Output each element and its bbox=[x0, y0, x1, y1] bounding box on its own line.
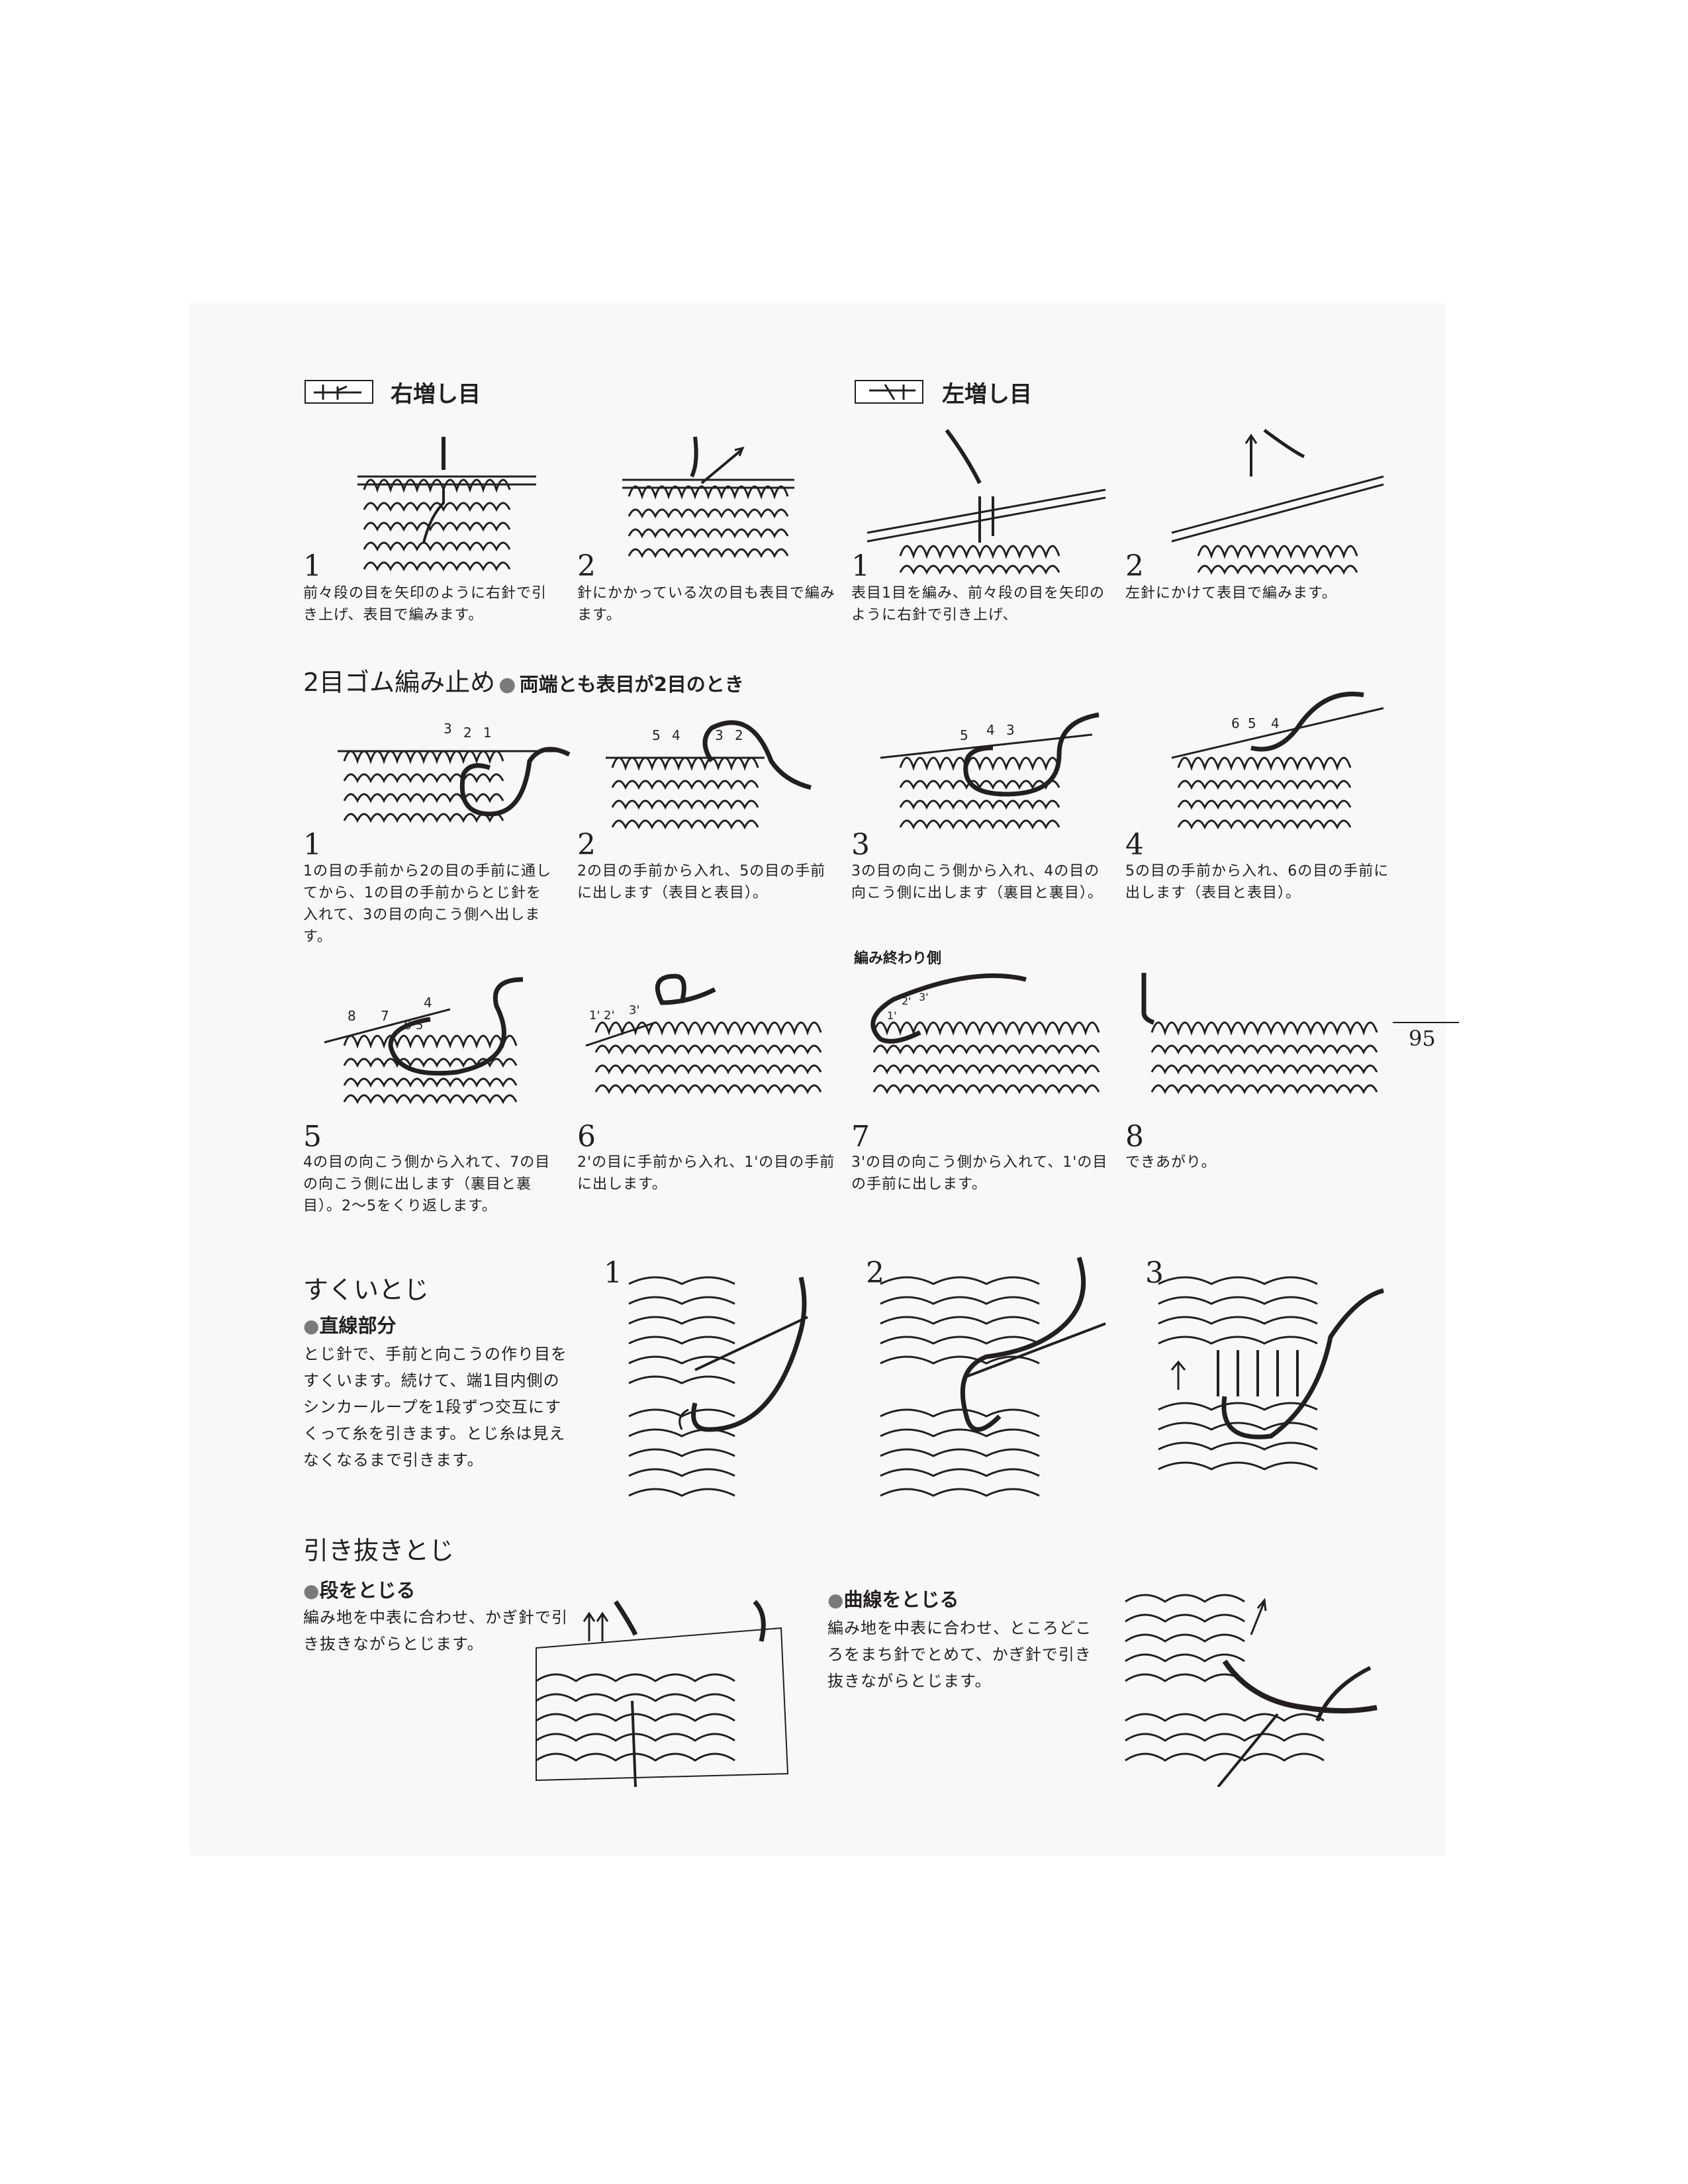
svg-text:3: 3 bbox=[1006, 722, 1015, 738]
svg-text:5: 5 bbox=[960, 727, 968, 743]
left-increase-step2-number: 2 bbox=[1125, 549, 1144, 583]
sukui-step2-illustration bbox=[880, 1256, 1106, 1497]
left-increase-step1-illustration bbox=[867, 429, 1106, 575]
rib-step2-text: 2の目の手前から入れ、5の目の手前に出します（表目と表目）。 bbox=[577, 863, 826, 901]
right-increase-step2-number: 2 bbox=[577, 549, 596, 583]
right-increase-step1-illustration bbox=[357, 437, 536, 572]
rib-bindoff-title: 2目ゴム編み止め bbox=[303, 668, 496, 697]
rib-step8-number: 8 bbox=[1125, 1120, 1144, 1154]
rib-step6-illustration: 1' 2' 3' bbox=[585, 974, 822, 1095]
svg-text:2': 2' bbox=[604, 1009, 614, 1023]
right-increase-step1-number: 1 bbox=[303, 549, 322, 583]
page-number: 95 bbox=[1409, 1026, 1436, 1051]
svg-text:2: 2 bbox=[463, 725, 472, 741]
svg-text:4: 4 bbox=[424, 995, 432, 1011]
hikinuki-dan-subtitle: 段をとじる bbox=[319, 1579, 416, 1602]
rib-step1-text: 1の目の手前から2の目の手前に通してから、1の目の手前からとじ針を入れて、3の目… bbox=[303, 863, 551, 945]
hikinuki-dan-illustration bbox=[536, 1600, 789, 1787]
right-increase-step1-text: 前々段の目を矢印のように右針で引き上げ、表目で編みます。 bbox=[303, 585, 547, 623]
hikinuki-curve-subtitle: 曲線をとじる bbox=[843, 1588, 959, 1611]
hikinuki-curve-illustration bbox=[1125, 1594, 1378, 1787]
bullet-icon: ● bbox=[827, 1589, 844, 1611]
rib-step1-illustration: 3 2 1 bbox=[338, 721, 571, 823]
rib-step4-illustration: 6 5 4 bbox=[1171, 692, 1384, 830]
rib-step3-text: 3の目の向こう側から入れ、4の目の向こう側に出します（裏目と裏目）。 bbox=[851, 863, 1103, 901]
rib-bindoff-subtitle: 両端とも表目が2目のとき bbox=[519, 673, 744, 696]
svg-text:3': 3' bbox=[629, 1003, 639, 1017]
bullet-icon: ● bbox=[498, 673, 516, 696]
svg-text:1': 1' bbox=[589, 1009, 600, 1023]
svg-text:2': 2' bbox=[902, 995, 912, 1007]
sukui-subheading: ●直線部分 bbox=[303, 1310, 396, 1338]
svg-text:1: 1 bbox=[483, 725, 492, 741]
left-increase-step2-text: 左針にかけて表目で編みます。 bbox=[1125, 585, 1337, 602]
svg-text:6: 6 bbox=[1231, 715, 1240, 731]
right-increase-step2-illustration bbox=[622, 436, 794, 559]
svg-text:5: 5 bbox=[1248, 715, 1256, 731]
rib-step8-illustration bbox=[1141, 973, 1378, 1095]
svg-text:1': 1' bbox=[887, 1009, 897, 1022]
sukui-title: すくいとじ bbox=[303, 1275, 430, 1304]
svg-text:5: 5 bbox=[652, 727, 661, 743]
rib-step6-text: 2'の目に手前から入れ、1'の目の手前に出します。 bbox=[577, 1154, 835, 1193]
rib-step4-text: 5の目の手前から入れ、6の目の手前に出します（表目と表目）。 bbox=[1125, 863, 1389, 901]
svg-text:4: 4 bbox=[672, 727, 680, 743]
rib-step8-text: できあがり。 bbox=[1125, 1154, 1217, 1171]
hikinuki-dan-text: 編み地を中表に合わせ、かぎ針で引き抜きながらとじます。 bbox=[303, 1608, 568, 1653]
sukui-text: とじ針で、手前と向こうの作り目をすくいます。続けて、端1目内側のシンカーループを… bbox=[303, 1345, 568, 1469]
sukui-step1-number: 1 bbox=[604, 1256, 622, 1290]
rib-step7-number: 7 bbox=[851, 1120, 870, 1154]
right-increase-symbol bbox=[305, 380, 373, 404]
sukui-step1-illustration bbox=[628, 1276, 808, 1497]
hikinuki-title: 引き抜きとじ bbox=[303, 1536, 455, 1565]
rib-step4-number: 4 bbox=[1125, 828, 1144, 862]
hikinuki-dan-subheading: ●段をとじる bbox=[303, 1575, 415, 1603]
svg-text:3': 3' bbox=[919, 991, 929, 1003]
svg-text:2: 2 bbox=[735, 727, 743, 743]
right-increase-title: 右増し目 bbox=[391, 381, 481, 408]
svg-text:5: 5 bbox=[416, 1019, 423, 1032]
svg-text:6: 6 bbox=[404, 1019, 411, 1032]
sukui-step3-illustration bbox=[1158, 1276, 1384, 1471]
rib-step2-number: 2 bbox=[577, 828, 596, 862]
svg-text:3: 3 bbox=[444, 721, 452, 737]
left-increase-step1-text: 表目1目を編み、前々段の目を矢印のように右針で引き上げ、 bbox=[851, 585, 1105, 623]
rib-step2-illustration: 5 4 3 2 bbox=[606, 720, 812, 830]
rib-step5-illustration: 8 7 4 6 5 bbox=[324, 977, 524, 1105]
rib-step5-text: 4の目の向こう側から入れて、7の目の向こう側に出します（裏目と裏目）。2〜5をく… bbox=[303, 1154, 551, 1214]
rib-step6-number: 6 bbox=[577, 1120, 596, 1154]
right-increase-step2-text: 針にかかっている次の目も表目で編みます。 bbox=[577, 585, 835, 623]
bullet-icon: ● bbox=[303, 1580, 320, 1602]
svg-text:7: 7 bbox=[381, 1008, 389, 1024]
hikinuki-curve-subheading: ●曲線をとじる bbox=[827, 1584, 959, 1612]
rib-step5-number: 5 bbox=[303, 1120, 322, 1154]
left-increase-step2-illustration bbox=[1171, 428, 1384, 575]
svg-text:4: 4 bbox=[1271, 715, 1280, 731]
rib-step7-illustration: 1' 2' 3' bbox=[870, 973, 1100, 1095]
svg-text:3: 3 bbox=[715, 727, 724, 743]
rib-end-side-label: 編み終わり側 bbox=[854, 950, 942, 967]
rib-step1-number: 1 bbox=[303, 828, 322, 862]
svg-text:4: 4 bbox=[986, 722, 995, 738]
hikinuki-curve-text: 編み地を中表に合わせ、ところどころをまち針でとめて、かぎ針で引き抜きながらとじま… bbox=[827, 1619, 1092, 1690]
rib-step3-number: 3 bbox=[851, 828, 870, 862]
bullet-icon: ● bbox=[303, 1315, 320, 1337]
sukui-subtitle: 直線部分 bbox=[319, 1314, 397, 1337]
left-increase-symbol bbox=[855, 380, 923, 404]
rib-step7-text: 3'の目の向こう側から入れて、1'の目の手前に出します。 bbox=[851, 1154, 1108, 1193]
rib-bindoff-heading: 2目ゴム編み止め ● 両端とも表目が2目のとき bbox=[303, 662, 744, 698]
rib-step3-illustration: 5 4 3 bbox=[880, 712, 1100, 830]
page-number-rule bbox=[1393, 1022, 1459, 1023]
svg-text:8: 8 bbox=[348, 1008, 356, 1024]
left-increase-title: 左増し目 bbox=[942, 381, 1032, 408]
left-increase-step1-number: 1 bbox=[851, 549, 870, 583]
